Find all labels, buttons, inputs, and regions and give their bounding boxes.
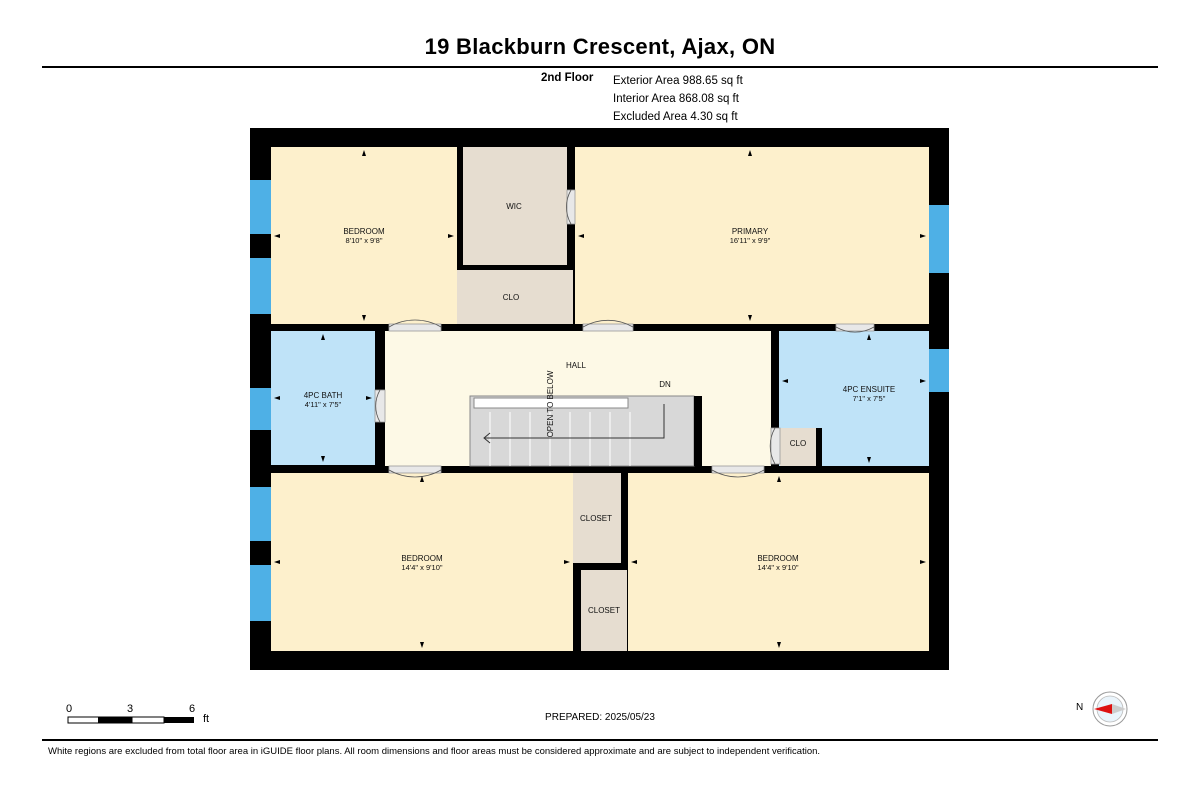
- compass-icon: [1092, 691, 1128, 727]
- prepared-date: PREPARED: 2025/05/23: [545, 712, 655, 723]
- room-primary: [575, 147, 929, 324]
- dims-ensuite: 7'1" x 7'5": [853, 394, 886, 403]
- room-closet-lower: [581, 570, 627, 651]
- exterior-area: Exterior Area 988.65 sq ft: [613, 75, 743, 87]
- label-bath: 4PC BATH: [304, 391, 343, 400]
- label-ensuite: 4PC ENSUITE: [843, 385, 895, 394]
- compass: N: [1072, 690, 1132, 730]
- dims-bath: 4'11" x 7'5": [305, 400, 342, 409]
- closet-wall: [816, 428, 822, 468]
- area-summary: Exterior Area 988.65 sq ft Interior Area…: [613, 72, 743, 126]
- staircase: [469, 395, 702, 467]
- dims-bedroom-sw: 14'4" x 9'10": [401, 563, 442, 572]
- scale-unit: ft: [203, 713, 210, 725]
- label-dn: DN: [659, 380, 671, 389]
- scale-mid: 3: [127, 703, 134, 715]
- label-bedroom-se: BEDROOM: [757, 554, 799, 563]
- room-clo-top: [457, 270, 573, 324]
- room-bedroom-sw: [271, 473, 573, 651]
- dims-bedroom-nw: 8'10" x 9'8": [346, 236, 383, 245]
- doors: [374, 189, 875, 478]
- room-bedroom-nw: [271, 147, 457, 324]
- room-bath: [271, 331, 375, 465]
- label-hall: HALL: [566, 361, 587, 370]
- label-bedroom-sw: BEDROOM: [401, 554, 443, 563]
- room-clo-ensuite: [780, 428, 816, 466]
- scale-max: 6: [189, 703, 196, 715]
- excluded-area: Excluded Area 4.30 sq ft: [613, 111, 738, 123]
- scale-zero: 0: [66, 703, 73, 715]
- label-bedroom-nw: BEDROOM: [343, 227, 385, 236]
- footer-rule: [42, 739, 1158, 741]
- dims-bedroom-se: 14'4" x 9'10": [757, 563, 798, 572]
- label-wic: WIC: [506, 202, 522, 211]
- measurement-arrows: [274, 150, 926, 648]
- footer-disclaimer: White regions are excluded from total fl…: [48, 746, 821, 757]
- page-title: 19 Blackburn Crescent, Ajax, ON: [424, 34, 776, 59]
- title-rule: [42, 66, 1158, 68]
- scale-bar: 0 3 6 ft: [64, 703, 224, 733]
- label-closet-upper: CLOSET: [580, 514, 612, 523]
- compass-north-label: N: [1076, 702, 1084, 713]
- room-closet-upper: [573, 473, 621, 563]
- label-clo-top: CLO: [503, 293, 519, 302]
- interior-area: Interior Area 868.08 sq ft: [613, 93, 739, 105]
- label-clo-ensuite: CLO: [790, 439, 806, 448]
- windows: [250, 180, 949, 621]
- floor-name: 2nd Floor: [541, 72, 594, 84]
- room-wic: [463, 147, 567, 265]
- dims-primary: 16'11" x 9'9": [730, 236, 771, 245]
- label-primary: PRIMARY: [732, 227, 769, 236]
- label-closet-lower: CLOSET: [588, 606, 620, 615]
- label-open-to-below: OPEN TO BELOW: [546, 370, 555, 437]
- room-bedroom-se: [628, 473, 929, 651]
